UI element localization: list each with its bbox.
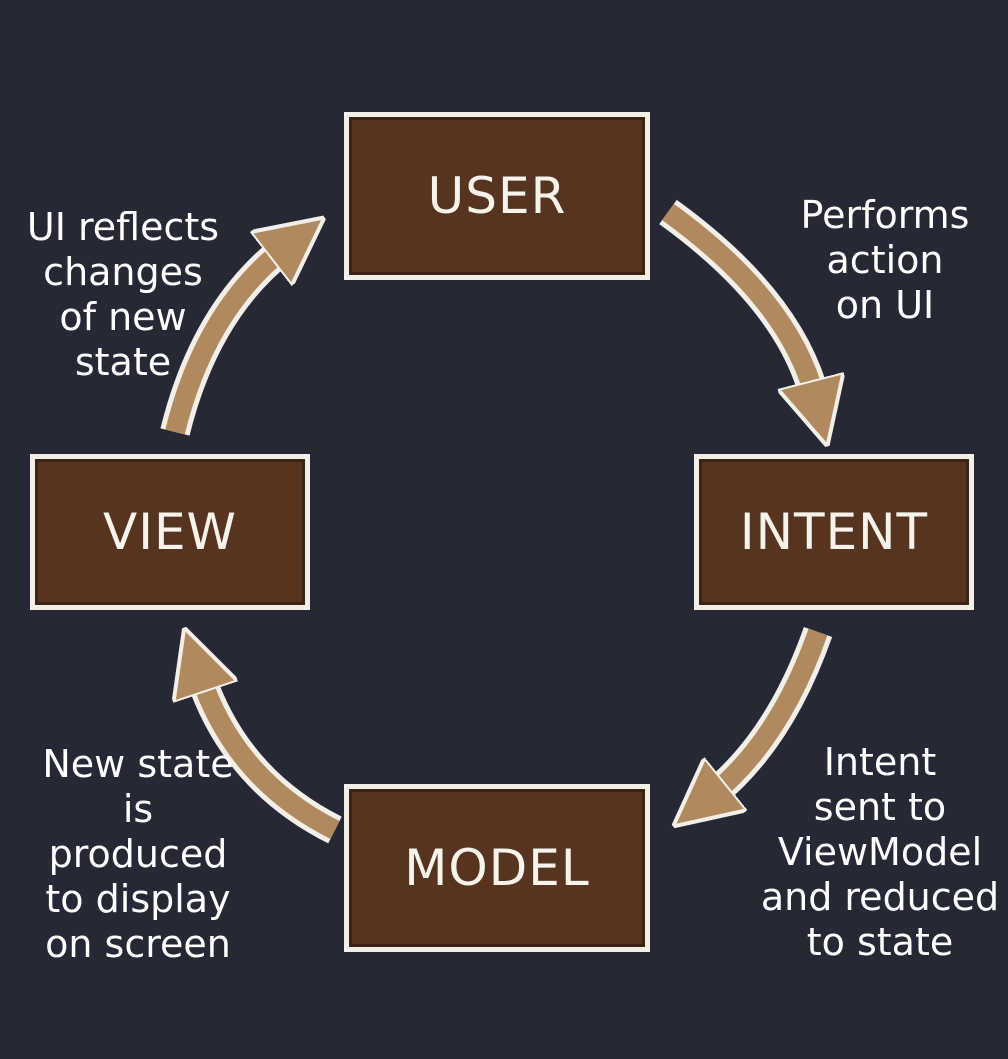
caption-line: action — [826, 238, 944, 282]
intent-box: INTENT — [694, 454, 974, 610]
caption-line: on screen — [45, 922, 231, 966]
caption-line: state — [74, 340, 172, 384]
caption-line: of new — [59, 295, 187, 339]
caption-line: ViewModel — [777, 830, 983, 874]
caption-line: Intent — [823, 740, 937, 784]
model-label: MODEL — [404, 839, 590, 897]
caption-line: is — [122, 787, 154, 831]
caption-line: to display — [45, 877, 231, 921]
caption-line: to state — [806, 920, 954, 964]
arrow-intent-to-model — [712, 627, 833, 795]
user-box: USER — [344, 112, 650, 280]
caption-intent-to-model: Intent sent to ViewModel and reduced to … — [760, 740, 1000, 965]
caption-line: Performs — [800, 193, 970, 237]
caption-user-to-intent: Performs action on UI — [780, 193, 990, 328]
caption-line: produced — [48, 832, 228, 876]
arrow-view-to-user — [160, 248, 285, 436]
view-box: VIEW — [30, 454, 310, 610]
view-label: VIEW — [103, 503, 237, 561]
caption-line: sent to — [813, 785, 947, 829]
user-label: USER — [427, 167, 567, 225]
arrow-model-to-view — [200, 675, 342, 844]
caption-line: and reduced — [760, 875, 1000, 919]
arrow-user-to-intent — [659, 199, 815, 398]
caption-view-to-user: UI reflects changes of new state — [12, 205, 234, 385]
caption-line: New state — [42, 742, 234, 786]
caption-line: UI reflects — [26, 205, 220, 249]
caption-line: changes — [43, 250, 203, 294]
caption-model-to-view: New state is produced to display on scre… — [20, 742, 256, 967]
caption-line: on UI — [835, 283, 935, 327]
model-box: MODEL — [344, 784, 650, 952]
intent-label: INTENT — [739, 503, 929, 561]
